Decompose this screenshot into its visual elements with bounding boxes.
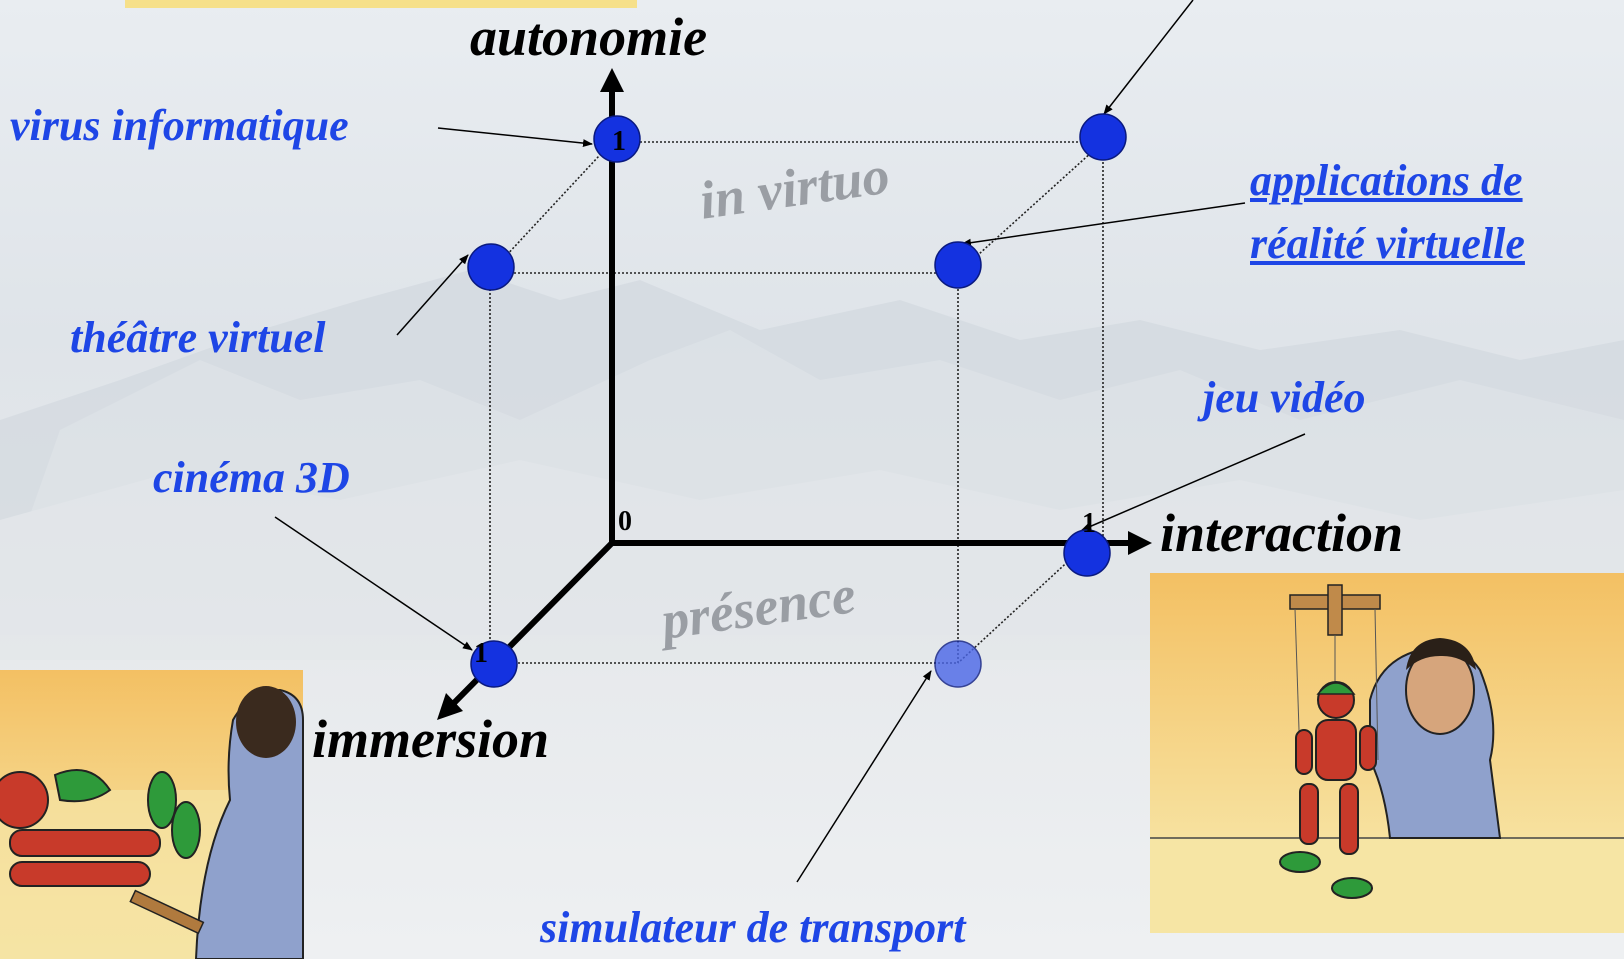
- tick-interaction-1: 1: [1082, 508, 1096, 539]
- axis-autonomy-arrowhead: [600, 68, 624, 92]
- background-mountains: [0, 270, 1624, 660]
- axis-label-immersion: immersion: [312, 709, 550, 769]
- vertex-points: [467, 113, 1127, 688]
- point-autonomy: [593, 115, 641, 163]
- point-autonomy-interaction: [1079, 113, 1127, 161]
- point-interaction: [1063, 529, 1111, 577]
- puppet-resting-illustration: [0, 670, 304, 959]
- point-immersion-interaction: [934, 640, 982, 688]
- label-simulateur-transport: simulateur de transport: [540, 903, 966, 952]
- axis-label-interaction: interaction: [1160, 503, 1404, 563]
- point-immersion: [470, 640, 518, 688]
- label-jeu-video: jeu vidéo: [1203, 373, 1366, 422]
- pointer-virus: [437, 127, 593, 148]
- puppeteer-illustration: [1150, 573, 1624, 933]
- tick-autonomy-1: 1: [612, 126, 626, 157]
- axis-interaction-arrowhead: [1128, 531, 1152, 555]
- label-theatre-virtuel: théâtre virtuel: [70, 313, 326, 362]
- point-autonomy-immersion: [467, 243, 515, 291]
- pointer-theatre: [396, 254, 469, 336]
- pointer-cinema: [274, 516, 473, 651]
- pointer-top: [1103, 0, 1194, 115]
- pointer-simulator: [796, 670, 932, 883]
- link-applications-vr-line2[interactable]: réalité virtuelle: [1250, 219, 1525, 268]
- label-cinema-3d: cinéma 3D: [153, 453, 350, 502]
- point-all-three: [934, 241, 982, 289]
- pointer-game: [1081, 433, 1306, 531]
- top-yellow-strip: [125, 0, 637, 8]
- origin-label: 0: [618, 506, 632, 537]
- pointer-vr: [961, 202, 1246, 247]
- link-applications-vr-line1[interactable]: applications de: [1250, 156, 1523, 205]
- axis-label-autonomy: autonomie: [470, 7, 708, 67]
- axis-immersion-arrowhead: [437, 693, 463, 720]
- pointer-lines: [274, 0, 1306, 883]
- tick-immersion-1: 1: [474, 638, 488, 669]
- label-virus-informatique: virus informatique: [10, 101, 349, 150]
